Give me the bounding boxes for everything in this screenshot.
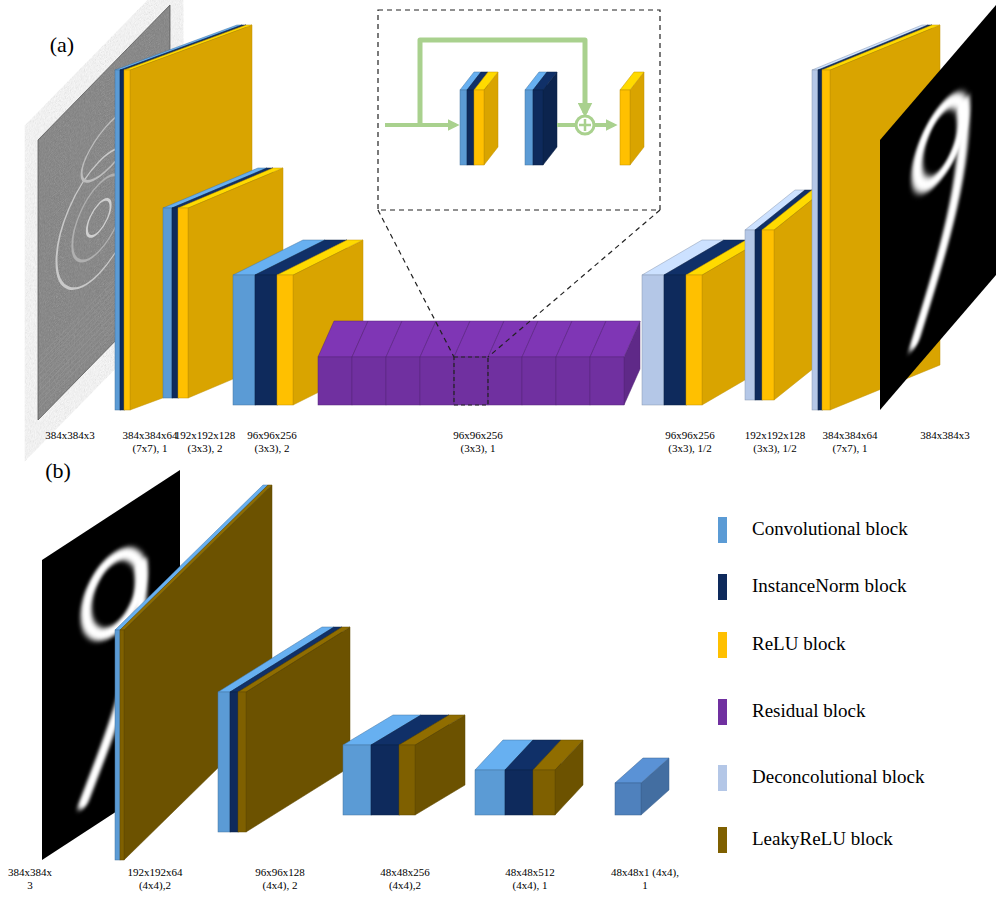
legend-swatch bbox=[718, 765, 727, 791]
legend-swatch bbox=[718, 574, 727, 600]
layer-slab bbox=[533, 740, 583, 815]
layer-dimension: 192x192x128 (3x3), 2 bbox=[168, 429, 242, 455]
legend-swatch bbox=[718, 699, 727, 725]
legend-label: Convolutional block bbox=[752, 518, 908, 541]
sum-node bbox=[576, 116, 594, 134]
panel-label: (a) bbox=[37, 32, 87, 58]
layer-dimension: 48x48x256 (4x4),2 bbox=[368, 866, 442, 892]
layer-dimension: 192x192x128 (3x3), 1/2 bbox=[738, 429, 812, 455]
layer-dimension: 96x96x256 (3x3), 1 bbox=[441, 429, 515, 455]
relu-layer bbox=[620, 72, 644, 165]
residual-callout bbox=[378, 10, 660, 210]
layer-dimension: 96x96x128 (4x4), 2 bbox=[243, 866, 317, 892]
layer-dimension: 96x96x256 (3x3), 1/2 bbox=[653, 429, 727, 455]
layer-dimension: 384x384x3 bbox=[33, 429, 107, 442]
disc-layer bbox=[475, 740, 583, 815]
disc-layer bbox=[343, 715, 465, 815]
layer-slab bbox=[615, 758, 669, 815]
legend-label: Residual block bbox=[752, 700, 865, 723]
layer-slab bbox=[238, 627, 350, 832]
layer-dimension: 384x384x64 (7x7), 1 bbox=[813, 429, 887, 455]
sum-out bbox=[595, 123, 614, 127]
legend-swatch bbox=[718, 827, 727, 853]
panel-label: (b) bbox=[33, 458, 83, 484]
layer-dimension: 384x384x3 bbox=[908, 429, 982, 442]
norm-layer bbox=[533, 72, 557, 165]
legend-label: Deconcolutional block bbox=[752, 766, 925, 789]
layer-dimension: 384x384x 3 bbox=[6, 866, 54, 892]
layer-dimension: 192x192x64 (4x4),2 bbox=[118, 866, 192, 892]
legend-swatch bbox=[718, 517, 727, 543]
callout-leader bbox=[378, 210, 454, 357]
highlight-box bbox=[454, 357, 488, 405]
sum-path bbox=[557, 123, 575, 127]
disc-output bbox=[615, 758, 669, 815]
callout-leader bbox=[488, 210, 660, 357]
digit-stroke bbox=[915, 106, 964, 343]
decoder-layer bbox=[642, 240, 762, 405]
layer-dimension: 96x96x256 (3x3), 2 bbox=[235, 429, 309, 455]
disc-layer bbox=[218, 627, 350, 832]
output-image bbox=[880, 5, 996, 410]
legend-swatch bbox=[718, 632, 727, 658]
layer-dimension: 48x48x1 (4x4), 1 bbox=[608, 866, 682, 892]
legend-label: InstanceNorm block bbox=[752, 575, 907, 598]
legend-label: LeakyReLU block bbox=[752, 828, 893, 851]
residual-blocks bbox=[318, 321, 640, 405]
skip-connection bbox=[420, 40, 585, 125]
relu-layer bbox=[474, 72, 498, 165]
layer-slab bbox=[399, 715, 465, 815]
layer-dimension: 48x48x512 (4x4), 1 bbox=[493, 866, 567, 892]
residual-block bbox=[590, 321, 640, 405]
legend-label: ReLU block bbox=[752, 633, 845, 656]
